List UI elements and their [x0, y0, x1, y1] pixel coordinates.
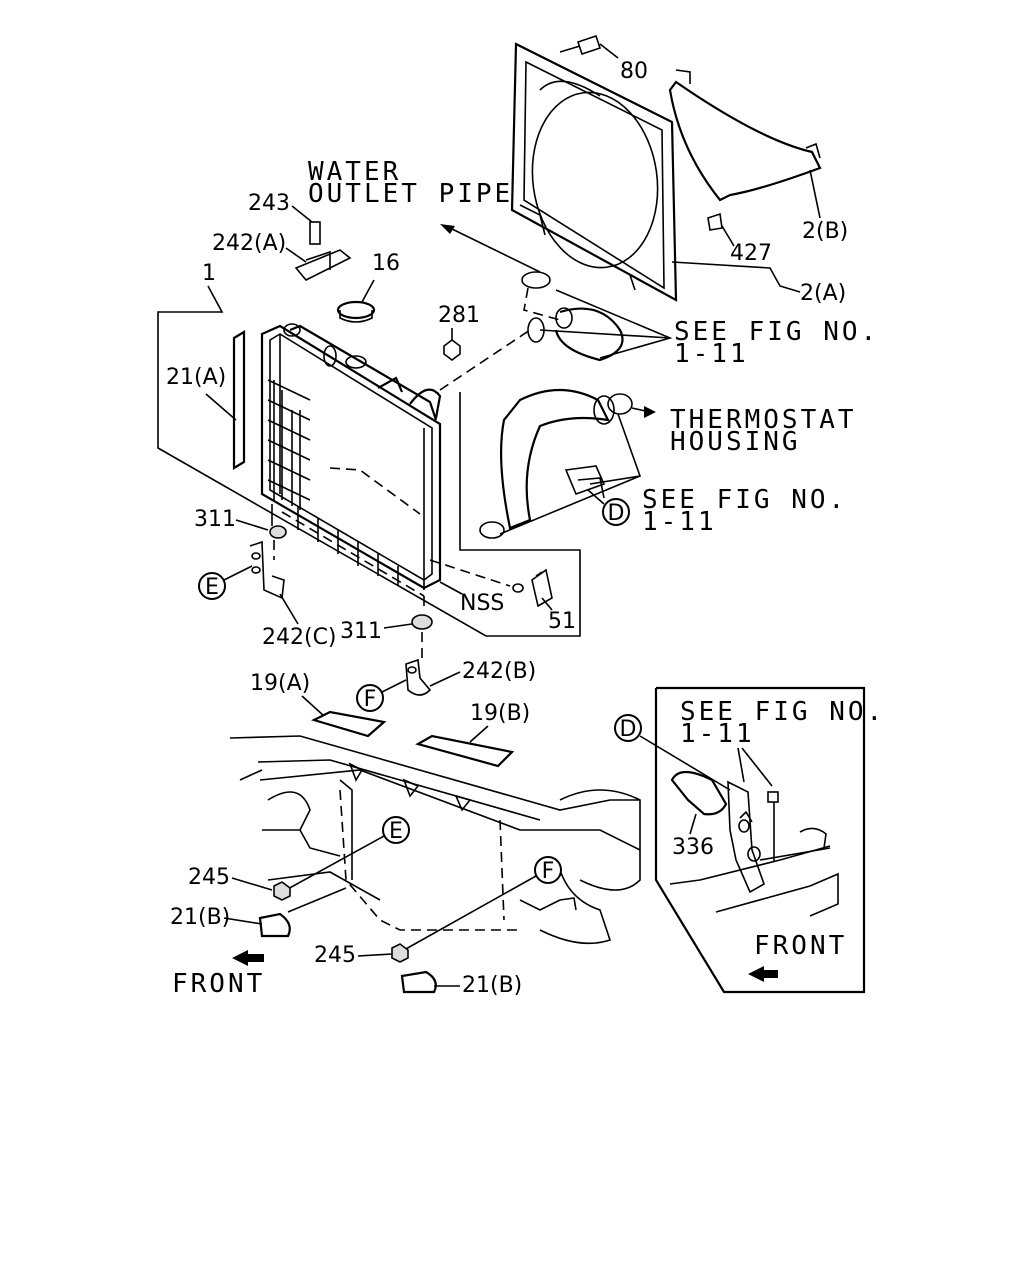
part-label-245-mid: 245	[314, 943, 356, 968]
bracket-242b	[405, 658, 432, 696]
callout-f-mid	[356, 684, 384, 712]
mount-311-left	[269, 504, 287, 539]
part-label-2b: 2(B)	[802, 219, 848, 244]
nut-281	[443, 339, 461, 361]
radiator	[260, 323, 442, 597]
part-label-242b: 242(B)	[462, 659, 536, 684]
callout-d-inset	[614, 714, 642, 742]
radiator-cap-16	[336, 300, 376, 323]
callout-d-mid-text: D	[608, 501, 625, 526]
part-label-21b-left: 21(B)	[170, 905, 230, 930]
callout-e-left	[198, 572, 226, 600]
part-label-21b-mid: 21(B)	[462, 973, 522, 998]
part-label-16: 16	[372, 251, 400, 276]
fan-shroud-lower	[668, 69, 822, 219]
see-fig-mid-line2: 1-11	[642, 507, 717, 537]
see-fig-inset-line1: SEE FIG NO.	[680, 697, 885, 727]
bracket-242c	[249, 540, 285, 600]
part-label-2a: 2(A)	[800, 281, 846, 306]
chassis-frame	[229, 735, 641, 945]
part-label-242a: 242(A)	[212, 231, 286, 256]
bracket-242a	[294, 221, 352, 281]
thermostat-label-line1: THERMOSTAT	[670, 405, 857, 435]
callout-d-inset-text: D	[620, 717, 637, 742]
water-outlet-label-line1: WATER	[308, 157, 401, 187]
part-label-311-mid: 311	[340, 619, 382, 644]
water-outlet-label-line2: OUTLET PIPE	[308, 179, 513, 209]
cap-21b-mid	[400, 970, 437, 994]
callout-f-mid-text: F	[364, 687, 377, 712]
callout-e-left-text: E	[205, 575, 219, 600]
see-fig-top-line1: SEE FIG NO.	[674, 317, 879, 347]
part-label-243: 243	[248, 191, 290, 216]
sleeve-336	[670, 770, 728, 816]
part-label-19b: 19(B)	[470, 701, 530, 726]
callout-d-mid	[602, 498, 630, 526]
see-fig-top-line2: 1-11	[674, 339, 749, 369]
part-label-336: 336	[672, 835, 714, 860]
part-label-80: 80	[620, 59, 648, 84]
part-label-311-left: 311	[194, 507, 236, 532]
part-label-427: 427	[730, 241, 772, 266]
part-label-245-left: 245	[188, 865, 230, 890]
mount-311-mid	[411, 580, 433, 630]
callout-f-low-text: F	[542, 859, 555, 884]
front-arrow-inset	[748, 966, 778, 982]
cap-21b-left	[258, 912, 291, 938]
pad-19a	[311, 710, 387, 738]
seal-21a	[232, 330, 246, 470]
see-fig-mid-line1: SEE FIG NO.	[642, 485, 847, 515]
nss-label: NSS	[460, 591, 504, 616]
front-arrow-left	[232, 950, 264, 966]
part-label-51: 51	[548, 609, 576, 634]
callout-f-low	[534, 856, 562, 884]
callout-e-mid	[382, 816, 410, 844]
clip-427	[707, 212, 735, 247]
see-fig-inset-line2: 1-11	[680, 719, 755, 749]
upper-hose	[439, 271, 624, 391]
inset-bracket	[669, 780, 839, 917]
nut-245-left	[273, 881, 291, 901]
nut-245-mid	[391, 943, 409, 963]
bolt-80	[559, 34, 619, 59]
part-label-21a: 21(A)	[166, 365, 226, 390]
part-label-281: 281	[438, 303, 480, 328]
drain-plug-51	[512, 568, 553, 608]
thermostat-label-line2: HOUSING	[670, 427, 801, 457]
callout-e-mid-text: E	[389, 819, 403, 844]
front-label-inset: FRONT	[754, 931, 847, 961]
water-outlet-arrow	[449, 227, 541, 273]
inset-panel	[654, 686, 866, 994]
part-label-19a: 19(A)	[250, 671, 310, 696]
front-label-left: FRONT	[172, 969, 265, 999]
fan-shroud	[510, 42, 678, 302]
part-label-1: 1	[202, 261, 216, 286]
part-label-242c: 242(C)	[262, 625, 337, 650]
arrow-head	[440, 224, 455, 234]
pad-19b	[415, 734, 515, 768]
